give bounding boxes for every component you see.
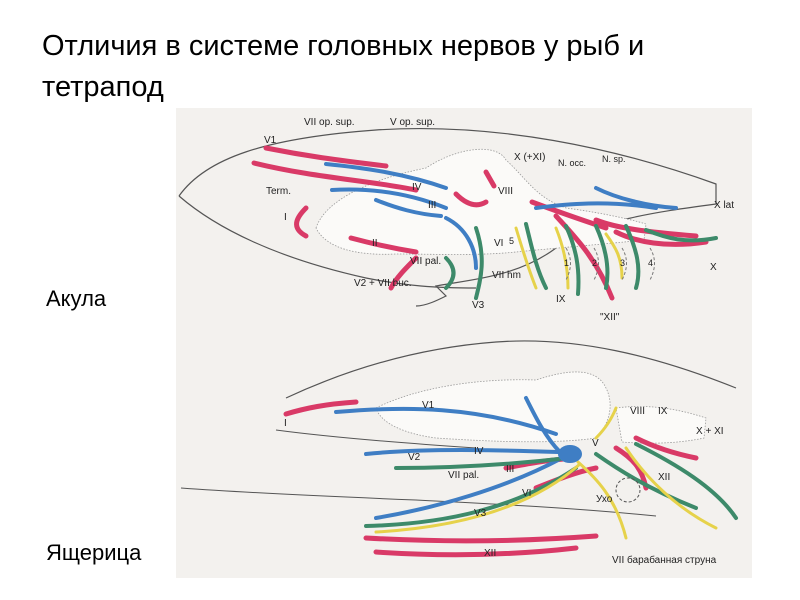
- slide-title: Отличия в системе головных нервов у рыб …: [42, 30, 645, 103]
- shark-gill-2: 2: [592, 258, 597, 268]
- shark-jaw-outline: [178, 195, 477, 289]
- lizard-label-ix: IX: [658, 406, 668, 417]
- shark-label-n-sp: N. sp.: [602, 154, 626, 164]
- shark-green-nerves: [444, 222, 718, 300]
- nerve-diagram: V1 VII op. sup. V op. sup. Term. I IV II…: [176, 108, 752, 578]
- lizard-label-vi: VI: [522, 488, 531, 499]
- lizard-label-iii: III: [506, 464, 514, 475]
- shark-label-5: 5: [509, 236, 514, 246]
- lizard-label-v1: V1: [422, 400, 435, 411]
- shark-blue-nerves: [324, 162, 678, 270]
- shark-label-term: Term.: [266, 186, 291, 197]
- lizard-head-outline: [285, 340, 737, 399]
- shark-diagram: V1 VII op. sup. V op. sup. Term. I IV II…: [178, 117, 734, 323]
- lizard-yellow-nerves: [374, 406, 718, 540]
- lizard-label-uho: Ухо: [596, 494, 613, 505]
- lizard-label-v3: V3: [474, 508, 487, 519]
- lizard-trigeminal-ganglion: [558, 445, 582, 463]
- lizard-label-xii-upper: XII: [658, 472, 670, 483]
- lizard-mouth-line: [275, 429, 477, 449]
- lizard-diagram: I V1 V2 V3 IV VI VII pal. III V VIII IX …: [180, 340, 738, 566]
- lizard-label: Ящерица: [46, 540, 142, 565]
- shark-yellow-nerves: [514, 226, 624, 290]
- lizard-jaw-outline: [180, 487, 657, 517]
- shark-gill-3: 3: [620, 258, 625, 268]
- lizard-green-nerves: [364, 442, 738, 528]
- shark-label-vii-hm: VII hm: [492, 270, 521, 281]
- shark-label-v1: V1: [264, 135, 277, 146]
- shark-label-vii-op-sup: VII op. sup.: [304, 117, 355, 128]
- shark-label-viii: VIII: [498, 186, 513, 197]
- lizard-label-iv: IV: [474, 446, 484, 457]
- shark-gill-4: 4: [648, 258, 653, 268]
- lizard-label-i: I: [284, 418, 287, 429]
- shark-label-v2-vii-buc: V2 + VII buc.: [354, 278, 412, 289]
- lizard-hindbrain: [615, 406, 707, 444]
- shark-label-x-lat: X lat: [714, 200, 734, 211]
- shark-label-x-xi: X (+XI): [514, 152, 545, 163]
- lizard-label-v: V: [592, 438, 599, 449]
- lizard-label-x-xi: X + XI: [696, 426, 724, 437]
- shark-label-v-op-sup: V op. sup.: [390, 117, 435, 128]
- shark-red-nerves: [251, 145, 709, 301]
- shark-label-xii: "XII": [600, 312, 620, 323]
- shark-label-i: I: [284, 212, 287, 223]
- shark-label: Акула: [46, 286, 107, 311]
- shark-label-iv: IV: [412, 182, 422, 193]
- shark-head-outline: [178, 127, 717, 307]
- shark-gill-slits: [565, 247, 655, 281]
- lizard-label-xii-lower: XII: [484, 548, 496, 559]
- lizard-ear: [615, 477, 641, 503]
- lizard-blue-nerves: [334, 396, 564, 520]
- shark-label-vii-pal: VII pal.: [410, 256, 441, 267]
- shark-gill-1: 1: [564, 258, 569, 268]
- shark-label-ix: IX: [556, 294, 566, 305]
- shark-label-ii: II: [372, 238, 378, 249]
- shark-label-x: X: [710, 262, 717, 273]
- lizard-label-vii-chorda: VII барабанная струна: [612, 554, 717, 566]
- nerve-diagram-figure: V1 VII op. sup. V op. sup. Term. I IV II…: [176, 108, 752, 578]
- lizard-label-viii: VIII: [630, 406, 645, 417]
- lizard-label-vii-pal: VII pal.: [448, 470, 479, 481]
- lizard-label-v2: V2: [408, 452, 421, 463]
- shark-label-v3: V3: [472, 300, 485, 311]
- shark-label-n-occ: N. occ.: [558, 158, 586, 168]
- lizard-brain: [375, 371, 611, 443]
- shark-label-vi: VI: [494, 238, 503, 249]
- shark-label-iii: III: [428, 200, 436, 211]
